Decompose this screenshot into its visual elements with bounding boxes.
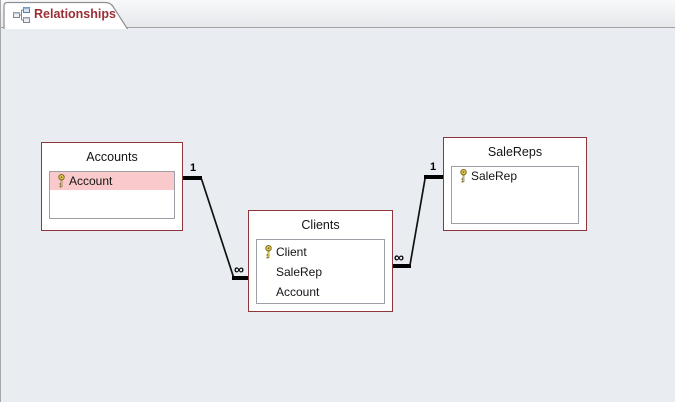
table-title[interactable]: SaleReps xyxy=(487,145,543,159)
primary-key-icon xyxy=(260,245,276,259)
table-clients[interactable]: Clients Client SaleRep xyxy=(248,210,393,312)
relationships-icon xyxy=(13,7,30,23)
relationship-line-accounts-clients[interactable] xyxy=(183,176,249,280)
field-row[interactable]: Client xyxy=(257,242,384,262)
cardinality-one-salereps: 1 xyxy=(429,161,437,173)
field-row[interactable]: SaleRep xyxy=(452,167,578,185)
tab-bar: Relationships xyxy=(1,0,675,29)
cardinality-one-accounts: 1 xyxy=(189,162,197,174)
primary-key-icon xyxy=(53,174,69,188)
relationships-canvas[interactable]: 1 ∞ ∞ 1 Accounts Account xyxy=(1,28,675,402)
field-row[interactable]: Account xyxy=(257,282,384,302)
tab-relationships[interactable]: Relationships xyxy=(3,1,133,29)
field-name: SaleRep xyxy=(471,169,518,183)
table-title[interactable]: Accounts xyxy=(86,150,138,164)
field-name: SaleRep xyxy=(276,265,323,279)
field-list: Client SaleRep Account xyxy=(256,239,385,304)
table-title[interactable]: Clients xyxy=(301,218,340,232)
primary-key-icon xyxy=(455,169,471,183)
table-salereps[interactable]: SaleReps SaleRep xyxy=(443,137,587,231)
tab-shape xyxy=(3,1,129,29)
cardinality-many-clients-right: ∞ xyxy=(394,249,404,265)
field-list: SaleRep xyxy=(451,166,579,224)
field-name: Account xyxy=(69,174,113,188)
relationship-lines xyxy=(183,175,443,280)
field-list: Account xyxy=(49,171,175,219)
field-row[interactable]: Account xyxy=(50,172,174,190)
table-accounts[interactable]: Accounts Account xyxy=(41,142,183,231)
field-name: Account xyxy=(276,285,320,299)
tab-label: Relationships xyxy=(34,7,116,21)
field-row[interactable]: SaleRep xyxy=(257,262,384,282)
relationship-line-salereps-clients[interactable] xyxy=(393,175,443,268)
field-name: Client xyxy=(276,245,307,259)
cardinality-many-clients-left: ∞ xyxy=(234,261,244,277)
